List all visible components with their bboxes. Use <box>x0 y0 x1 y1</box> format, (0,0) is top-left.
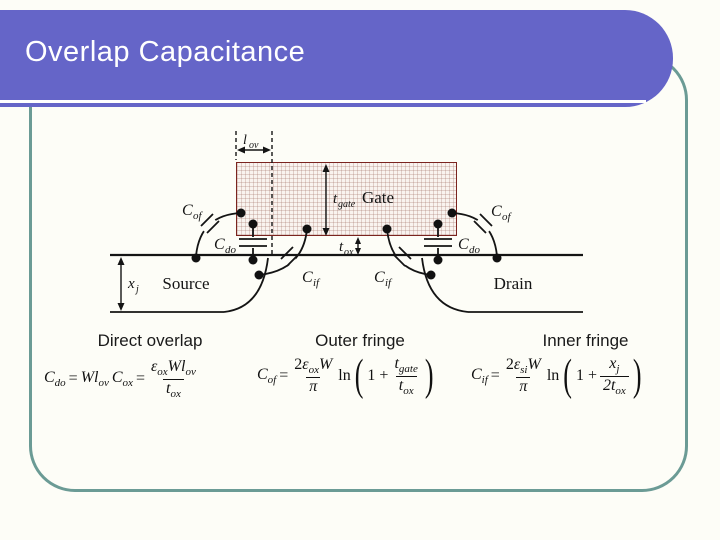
outer-fringe-formula: Cof = 2εoxW π ln ( 1 + tgate tox ) <box>257 351 435 400</box>
tox-label-sub: ox <box>344 247 354 258</box>
f1-lhs: Cdo <box>44 369 66 390</box>
direct-overlap-formula: Cdo = Wlov Cox = εoxWlov tox <box>44 358 199 401</box>
outer-fringe-heading: Outer fringe <box>315 331 405 350</box>
source-label: Source <box>162 274 209 293</box>
f3-numerator: 2εsiW <box>505 356 541 377</box>
f3-equals: = <box>490 367 500 385</box>
cif-right-label: C <box>374 269 385 286</box>
cof-right-label: C <box>491 203 502 220</box>
cof-left-label-sub: of <box>193 210 204 222</box>
cif-right-label-sub: if <box>385 277 393 289</box>
cdo-right-label-sub: do <box>469 244 481 256</box>
direct-overlap-heading: Direct overlap <box>97 331 203 350</box>
f1-term2: Cox <box>111 369 133 390</box>
capacitor-gaps <box>201 217 492 265</box>
lov-label-sub: ov <box>249 140 259 151</box>
cdo-left-label: C <box>214 236 225 253</box>
f2-inner-fraction: tgate tox <box>391 355 420 398</box>
f2-lhs: Cof <box>257 366 277 387</box>
xj-label-sub: j <box>134 284 139 295</box>
f2-denominator: π <box>306 377 321 396</box>
overlap-dashed-lines <box>235 131 273 255</box>
connection-dots <box>191 208 502 280</box>
gate-block <box>236 162 457 236</box>
f2-inner-numerator: tgate <box>394 355 418 376</box>
cof-left-label: C <box>182 202 193 219</box>
inner-fringe-heading: Inner fringe <box>542 331 629 350</box>
f1-equals: = <box>68 370 78 388</box>
inner-fringe-formula: Cif = 2εsiW π ln ( 1 + xj 2tox ) <box>471 351 642 400</box>
f3-inner-denominator: 2tox <box>599 375 629 398</box>
f3-left-paren: ( <box>563 350 572 401</box>
f2-right-paren: ) <box>424 350 434 401</box>
f1-equals-2: = <box>135 370 145 388</box>
f2-ln: ln <box>338 367 351 385</box>
cof-right-label-sub: of <box>502 211 513 223</box>
lov-label: l <box>243 133 247 148</box>
cof-right-capacitor <box>473 213 493 234</box>
f2-left-paren: ( <box>354 350 364 401</box>
f3-lhs: Cif <box>471 366 488 387</box>
f3-denominator: π <box>516 377 531 396</box>
cof-left-capacitor <box>200 213 220 234</box>
cif-left-label: C <box>302 269 313 286</box>
f3-one-plus: 1 + <box>575 367 597 385</box>
xj-label: x <box>127 276 135 292</box>
f3-fraction: 2εsiW π <box>503 356 544 396</box>
drain-junction-curve <box>421 257 469 313</box>
arrowheads <box>117 146 361 311</box>
gate-label: Gate <box>362 188 394 207</box>
tgate-label: t <box>333 191 338 207</box>
cdo-left-label-sub: do <box>225 244 237 256</box>
f1-denominator: tox <box>162 378 184 401</box>
cdo-right-label: C <box>458 236 469 253</box>
page-title: Overlap Capacitance <box>25 36 306 68</box>
f3-inner-numerator: xj <box>609 355 620 376</box>
f2-fraction: 2εoxW π <box>291 356 335 396</box>
f1-numerator: εoxWlov <box>150 358 196 379</box>
f3-inner-fraction: xj 2tox <box>599 355 629 398</box>
tox-label: t <box>339 239 344 255</box>
drain-label: Drain <box>494 274 533 293</box>
cdo-right-capacitor <box>424 226 452 258</box>
title-underline <box>0 100 646 103</box>
f1-term1: Wlov <box>80 369 109 390</box>
f2-numerator: 2εoxW <box>294 356 333 377</box>
f1-fraction: εoxWlov tox <box>148 358 199 401</box>
f3-ln: ln <box>546 367 560 385</box>
title-banner <box>0 10 673 107</box>
tgate-label-sub: gate <box>338 199 356 210</box>
cif-left-label-sub: if <box>313 277 321 289</box>
source-junction-curve <box>223 257 269 313</box>
f2-equals: = <box>279 367 289 385</box>
f2-one-plus: 1 + <box>367 367 389 385</box>
cdo-left-capacitor <box>239 226 267 258</box>
f2-inner-denominator: tox <box>395 375 417 398</box>
dimension-arrows <box>120 149 359 303</box>
f3-right-paren: ) <box>632 350 642 401</box>
